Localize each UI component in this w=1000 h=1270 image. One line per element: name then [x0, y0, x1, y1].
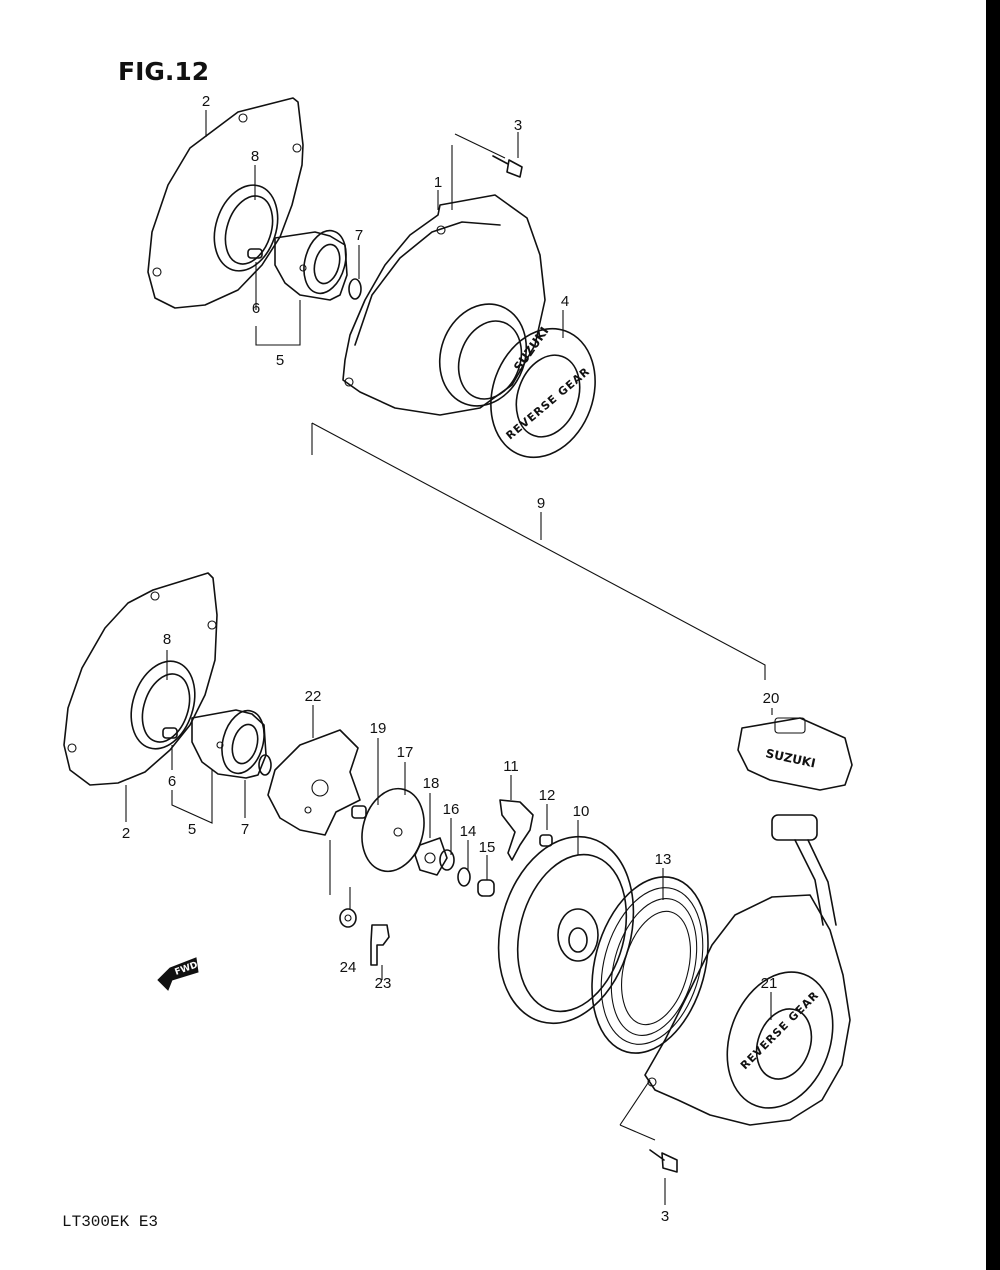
spring-14	[457, 867, 471, 887]
gasket-hole	[292, 143, 302, 153]
gasket-hole	[207, 620, 217, 630]
callout-8: 8	[251, 148, 259, 165]
callout-4: 4	[561, 293, 569, 310]
callout-9: 9	[537, 495, 545, 512]
callout-22: 22	[305, 688, 322, 705]
callout-18: 18	[423, 775, 440, 792]
callout-3: 3	[514, 117, 522, 134]
handle-20	[737, 717, 853, 791]
cover-opening	[438, 303, 528, 407]
o-ring-bottom	[258, 754, 272, 776]
bolt-bottom	[649, 1149, 678, 1173]
callout-14: 14	[460, 823, 477, 840]
gasket-hole	[67, 743, 77, 753]
callout-6: 6	[252, 300, 260, 317]
callout-12: 12	[539, 787, 556, 804]
rope-reel-10	[497, 835, 635, 1025]
rope-grip	[771, 814, 818, 841]
oil-seal-bottom	[130, 660, 196, 750]
pin-bottom	[162, 727, 178, 739]
collar-15	[477, 879, 495, 897]
callout-15: 15	[479, 839, 496, 856]
page-edge-bar	[986, 0, 1000, 1270]
drive-hub-top	[274, 231, 348, 301]
starter-cover-top	[342, 194, 546, 416]
bolt-top	[492, 155, 523, 178]
callout-24: 24	[340, 959, 357, 976]
fwd-arrow-icon: FWD	[157, 957, 199, 991]
callout-20: 20	[763, 690, 780, 707]
gasket-hole	[150, 591, 160, 601]
callout-5: 5	[188, 821, 196, 838]
bolt-23	[370, 924, 390, 966]
drive-hub-bottom	[191, 709, 267, 779]
callout-2: 2	[202, 93, 210, 110]
starter-rope	[794, 839, 824, 926]
pawl-11	[499, 799, 534, 861]
recoil-spring-13	[591, 876, 709, 1054]
gasket-hole	[238, 113, 248, 123]
model-code: LT300EK E3	[62, 1213, 158, 1231]
handle-brand: SUZUKI	[764, 746, 816, 770]
friction-plate-17	[361, 787, 425, 873]
starter-pulley-22	[267, 729, 361, 836]
pin-12	[539, 834, 553, 847]
callout-2: 2	[122, 825, 130, 842]
callout-23: 23	[375, 975, 392, 992]
callout-8: 8	[163, 631, 171, 648]
emblem-reverse-gear-top: SUZUKI REVERSE GEAR	[490, 324, 596, 459]
callout-6: 6	[168, 773, 176, 790]
callout-21: 21	[761, 975, 778, 992]
assembly-bracket-9	[311, 422, 766, 680]
callout-3: 3	[661, 1208, 669, 1225]
callout-1: 1	[434, 174, 442, 191]
nut-19	[351, 805, 367, 819]
callout-13: 13	[655, 851, 672, 868]
gasket-bottom	[63, 572, 218, 786]
o-ring-top	[348, 278, 362, 300]
callout-7: 7	[355, 227, 363, 244]
callout-19: 19	[370, 720, 387, 737]
case-emblem-caption: REVERSE GEAR	[738, 988, 822, 1072]
washer-24	[339, 908, 357, 928]
callout-10: 10	[573, 803, 590, 820]
callout-7: 7	[241, 821, 249, 838]
figure-title: FIG.12	[118, 57, 209, 86]
callout-11: 11	[503, 758, 519, 775]
gasket-top	[147, 97, 304, 309]
oil-seal-top	[213, 184, 279, 272]
callout-17: 17	[397, 744, 414, 761]
gasket-hole	[152, 267, 162, 277]
recoil-case-21	[644, 894, 851, 1126]
ratchet-18	[414, 837, 448, 876]
callout-16: 16	[443, 801, 460, 818]
pin-top	[247, 248, 263, 259]
spring-16	[439, 849, 455, 871]
callout-5: 5	[276, 352, 284, 369]
